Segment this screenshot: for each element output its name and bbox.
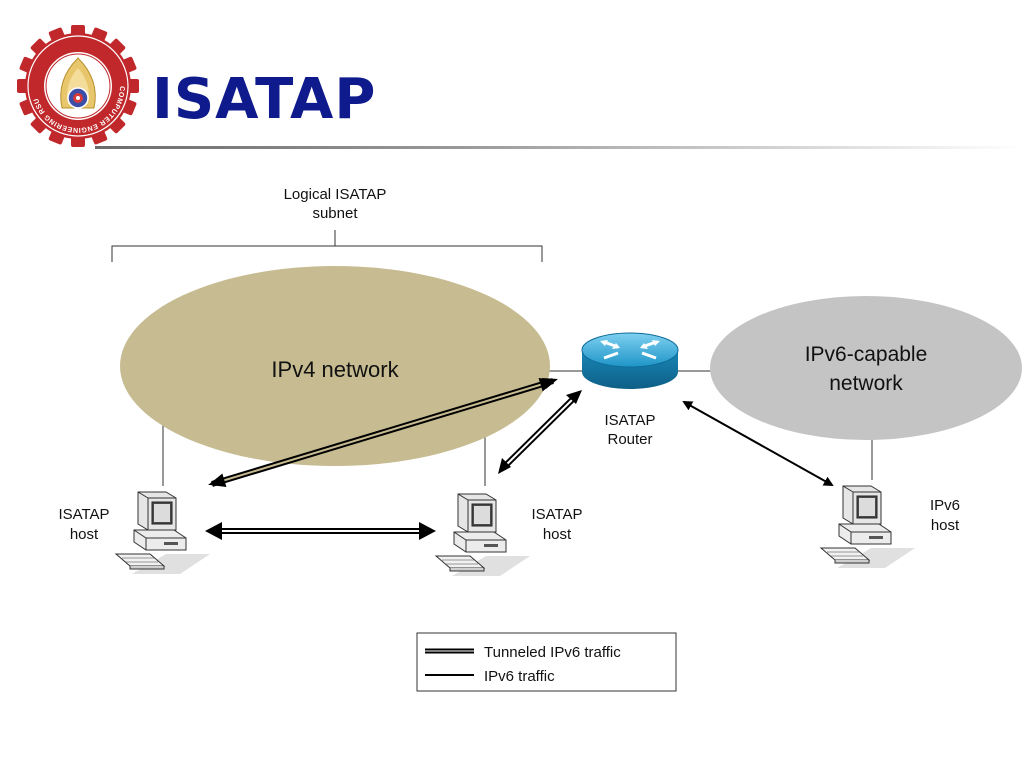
- subnet-label-line1: Logical ISATAP: [284, 186, 387, 203]
- arrowhead-middle-b: [419, 522, 436, 540]
- ipv6-network-label-line2: network: [829, 372, 903, 395]
- arrowhead-router-b: [566, 390, 582, 404]
- tunneled-traffic-middle-to-router: [500, 393, 579, 471]
- ipv4-network-label: IPv4 network: [271, 357, 399, 382]
- legend-ipv6-label: IPv6 traffic: [484, 668, 555, 685]
- isatap-host-middle-icon: [435, 493, 531, 577]
- tunneled-traffic-left-to-router: [209, 378, 556, 487]
- subnet-label-line2: subnet: [312, 205, 358, 222]
- router-label-line2: Router: [607, 431, 652, 448]
- host-left-label-line2: host: [70, 526, 99, 543]
- host-middle-label-line2: host: [543, 526, 572, 543]
- subnet-bracket: [111, 230, 543, 262]
- arrowhead-middle-host: [498, 458, 511, 474]
- isatap-router-icon: [581, 332, 679, 389]
- legend-tunneled-label: Tunneled IPv6 traffic: [484, 644, 621, 661]
- ipv6-traffic-router-to-host: [682, 401, 834, 486]
- arrowhead-router-a: [542, 378, 558, 389]
- host-right-label-line2: host: [931, 517, 960, 534]
- title-underline: [95, 146, 1024, 149]
- router-label-line1: ISATAP: [604, 412, 655, 429]
- host-middle-label-line1: ISATAP: [531, 506, 582, 523]
- ipv6-network-cloud: [710, 296, 1022, 440]
- host-right-label-line1: IPv6: [930, 497, 960, 514]
- computer-engineering-seal-icon: COMPUTER ENGINEERING RSU: [17, 25, 139, 147]
- arrowhead-left-b: [205, 522, 222, 540]
- isatap-host-left-icon: [115, 491, 211, 575]
- host-left-label-line1: ISATAP: [58, 506, 109, 523]
- ipv6-network-label-line1: IPv6-capable: [805, 343, 928, 366]
- ipv6-host-icon: [820, 485, 916, 569]
- legend: Tunneled IPv6 traffic IPv6 traffic: [416, 632, 677, 692]
- arrowhead-left-host: [208, 474, 225, 485]
- slide-title: ISATAP: [152, 67, 377, 132]
